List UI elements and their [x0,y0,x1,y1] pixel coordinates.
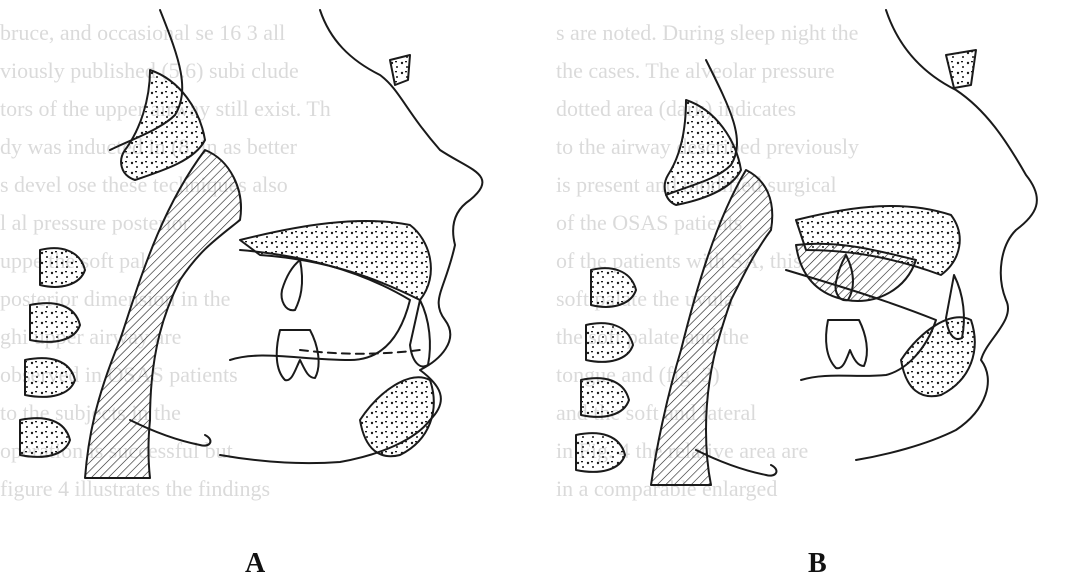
nasal-tip-bone [946,50,976,88]
nasal-tip-bone [390,55,410,85]
nasal-bone [121,70,205,180]
ghost-line: dotted area (dark) indicates [556,96,796,121]
sagittal-airway-drawing-b: s are noted. During sleep night the the … [556,0,1076,530]
incisor [410,300,430,366]
panel-label-b: B [808,548,827,580]
pharynx-airway [85,150,241,478]
mandible [901,317,975,396]
lower-molar [826,320,867,368]
ghost-line: the cases. The alveolar pressure [556,58,835,83]
upper-molar [282,260,303,310]
mandible [360,377,434,456]
sagittal-airway-drawing-a: bruce, and occasional se 16 3 all viousl… [0,0,520,530]
panel-label-a: A [245,548,265,580]
panel-a-diagram: bruce, and occasional se 16 3 all viousl… [0,0,520,530]
ghost-line: of the OSAS patients [556,210,742,235]
ghost-line: s are noted. During sleep night the [556,20,858,45]
hard-palate [240,221,431,300]
ghost-line: figure 4 illustrates the findings [0,476,270,501]
panel-b-diagram: s are noted. During sleep night the the … [556,0,1076,530]
ghost-line: bruce, and occasional se 16 3 all [0,20,285,45]
vertebra [591,268,636,307]
lower-molar [277,330,319,380]
